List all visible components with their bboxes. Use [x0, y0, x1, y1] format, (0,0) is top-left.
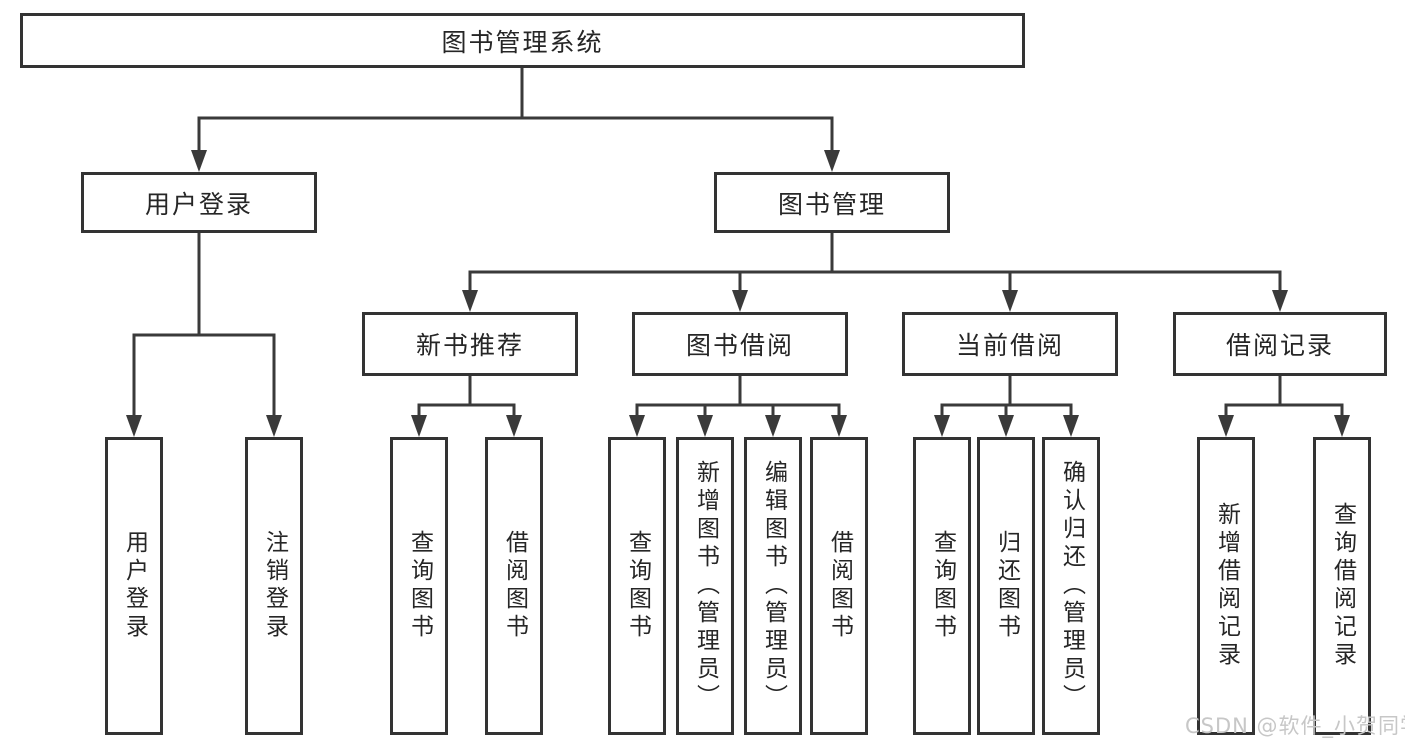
connector-book-mgmt-split: [468, 231, 1282, 294]
connector-records-split: [1224, 374, 1344, 419]
csdn-watermark: CSDN @软件_小贺同学: [1185, 714, 1405, 738]
leaf-query-borrow-record: 查询借阅记录: [1313, 437, 1371, 735]
leaf-add-book-admin: 新增图书（管理员）: [676, 437, 734, 735]
leaf-logout: 注销登录: [245, 437, 303, 735]
connector-new-book-split: [417, 374, 516, 419]
connector-root-to-level2: [197, 66, 834, 154]
leaf-borrow-book-1: 借阅图书: [485, 437, 543, 735]
leaf-query-book-2: 查询图书: [608, 437, 666, 735]
node-root-system: 图书管理系统: [20, 13, 1025, 68]
node-new-book-recommend: 新书推荐: [362, 312, 578, 376]
node-user-login: 用户登录: [81, 172, 317, 233]
node-borrow-records: 借阅记录: [1173, 312, 1387, 376]
leaf-edit-book-admin: 编辑图书（管理员）: [744, 437, 802, 735]
leaf-query-book-3: 查询图书: [913, 437, 971, 735]
connector-current-split: [940, 374, 1073, 419]
leaf-return-book: 归还图书: [977, 437, 1035, 735]
leaf-query-book-1: 查询图书: [390, 437, 448, 735]
leaf-user-login: 用户登录: [105, 437, 163, 735]
arrowheads: [126, 150, 1350, 437]
connector-borrow-split: [635, 374, 841, 419]
node-current-borrow: 当前借阅: [902, 312, 1118, 376]
leaf-add-borrow-record: 新增借阅记录: [1197, 437, 1255, 735]
leaf-borrow-book-2: 借阅图书: [810, 437, 868, 735]
node-book-management: 图书管理: [714, 172, 950, 233]
leaf-confirm-return-admin: 确认归还（管理员）: [1042, 437, 1100, 735]
connector-user-login-split: [132, 231, 276, 419]
node-book-borrow: 图书借阅: [632, 312, 848, 376]
